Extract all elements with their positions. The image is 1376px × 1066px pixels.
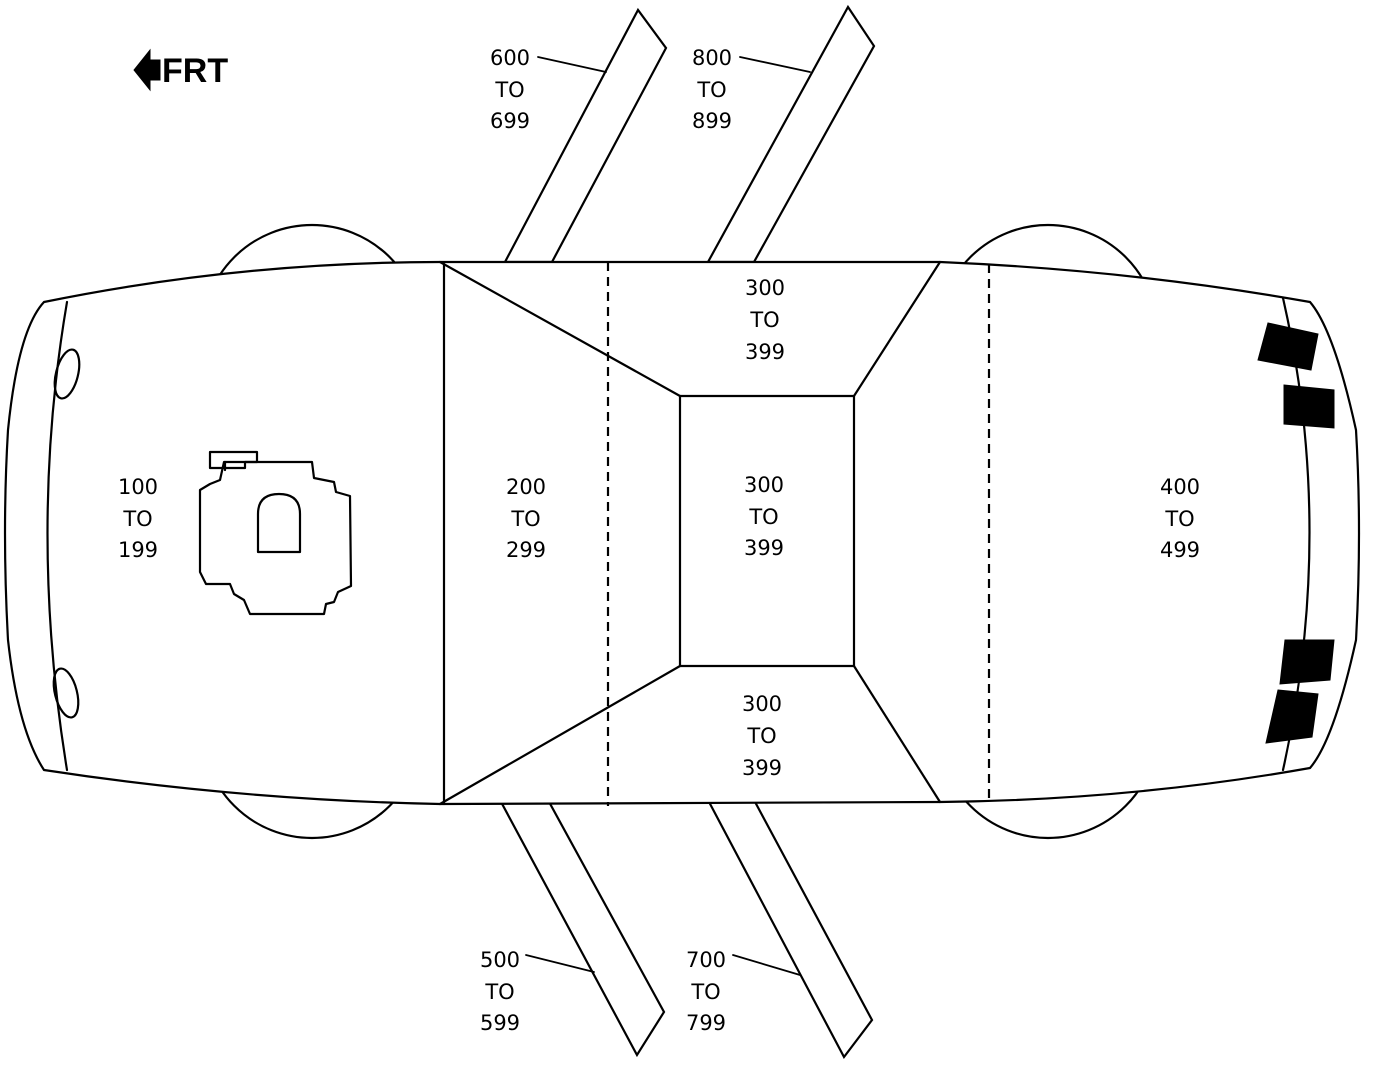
svg-text:TO: TO: [1164, 507, 1194, 531]
front-indicator-label: FRT: [162, 52, 228, 90]
zone-label-200: 200 TO 299: [506, 475, 546, 562]
leader-600: [537, 56, 607, 73]
door-lower-front: [498, 798, 666, 1058]
windshield-line-bottom: [438, 664, 682, 806]
left-arrow-icon: [133, 48, 161, 92]
backglass-line-top: [852, 260, 942, 398]
svg-text:300: 300: [742, 692, 782, 716]
svg-text:800: 800: [692, 46, 732, 70]
zone-label-800: 800 TO 899: [692, 46, 732, 133]
svg-text:TO: TO: [494, 78, 524, 102]
leader-700: [732, 954, 801, 976]
svg-text:199: 199: [118, 538, 158, 562]
zone-label-300-top: 300 TO 399: [745, 276, 785, 364]
svg-text:500: 500: [480, 948, 520, 972]
windshield-line-top: [438, 260, 682, 398]
zone-label-300-center: 300 TO 399: [744, 473, 784, 560]
svg-text:700: 700: [686, 948, 726, 972]
svg-text:200: 200: [506, 475, 546, 499]
svg-text:600: 600: [490, 46, 530, 70]
svg-text:499: 499: [1160, 538, 1200, 562]
zone-label-600: 600 TO 699: [490, 46, 530, 133]
headlight-bottom: [52, 667, 80, 719]
headlight-top: [53, 348, 81, 400]
leader-500: [525, 954, 595, 973]
zone-label-100: 100 TO 199: [118, 475, 158, 562]
svg-text:599: 599: [480, 1011, 520, 1035]
backglass-line-bottom: [852, 664, 942, 804]
door-upper-rear: [706, 4, 876, 264]
svg-text:TO: TO: [510, 507, 540, 531]
svg-text:400: 400: [1160, 475, 1200, 499]
svg-text:TO: TO: [749, 308, 779, 332]
svg-text:TO: TO: [696, 78, 726, 102]
zone-label-300-bottom: 300 TO 399: [742, 692, 782, 780]
svg-text:300: 300: [744, 473, 784, 497]
svg-text:TO: TO: [122, 507, 152, 531]
roof-panel: [678, 394, 856, 668]
svg-text:TO: TO: [746, 724, 776, 748]
svg-text:TO: TO: [690, 980, 720, 1004]
taillight-top: [1257, 322, 1335, 429]
zone-label-700: 700 TO 799: [686, 948, 726, 1035]
svg-text:399: 399: [744, 536, 784, 560]
svg-text:TO: TO: [484, 980, 514, 1004]
svg-text:899: 899: [692, 109, 732, 133]
svg-text:399: 399: [742, 756, 782, 780]
door-lower-rear: [706, 798, 874, 1060]
zone-label-400: 400 TO 499: [1160, 475, 1200, 562]
taillight-bottom: [1265, 639, 1335, 744]
svg-text:100: 100: [118, 475, 158, 499]
svg-text:299: 299: [506, 538, 546, 562]
svg-text:699: 699: [490, 109, 530, 133]
zone-label-500: 500 TO 599: [480, 948, 520, 1035]
svg-text:399: 399: [745, 340, 785, 364]
svg-text:TO: TO: [748, 505, 778, 529]
svg-text:300: 300: [745, 276, 785, 300]
vehicle-body-outline: [3, 260, 1361, 806]
svg-text:799: 799: [686, 1011, 726, 1035]
leader-800: [739, 56, 811, 73]
front-indicator: FRT: [133, 48, 228, 92]
engine-outline: [198, 450, 353, 616]
